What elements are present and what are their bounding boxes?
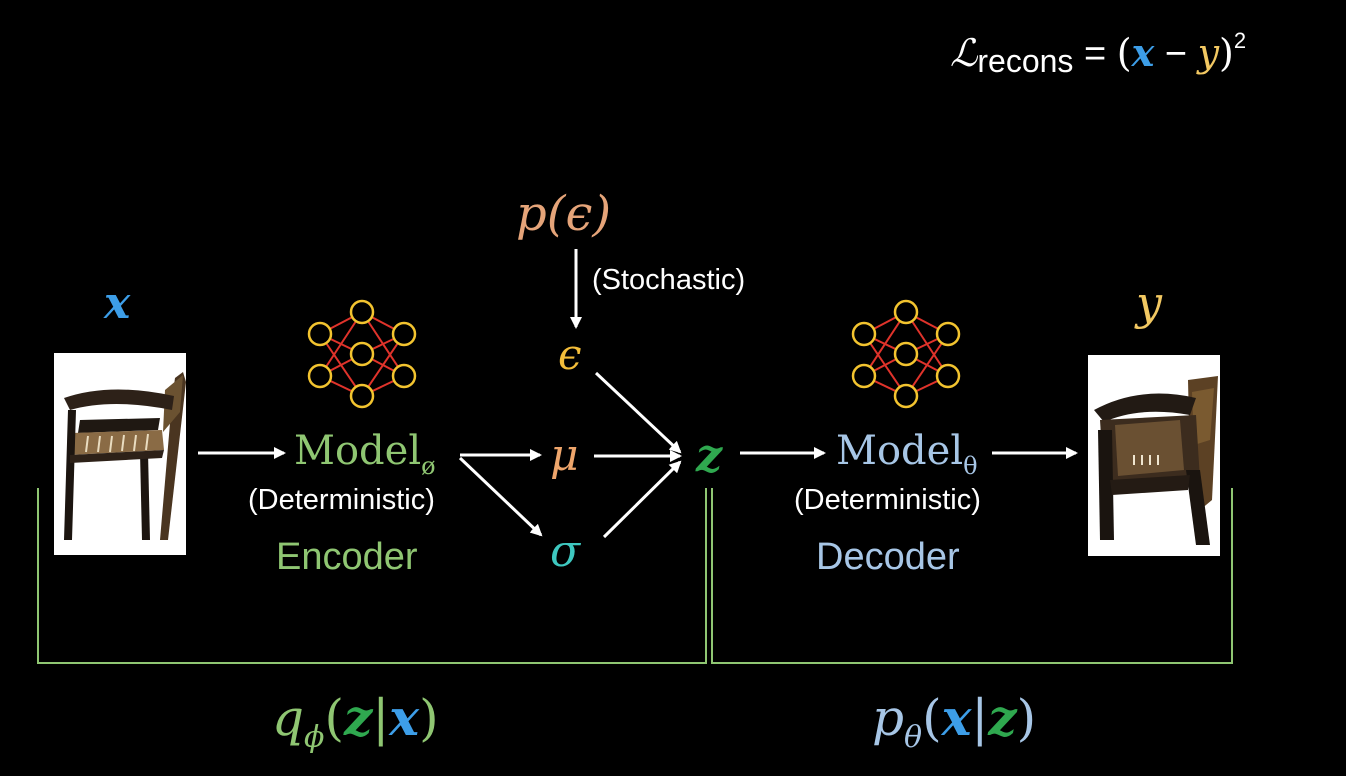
network-neuron xyxy=(851,363,877,389)
network-neuron xyxy=(391,321,417,347)
network-edge xyxy=(361,333,405,397)
q-phi-z: z xyxy=(343,688,373,747)
network-neuron xyxy=(851,321,877,347)
p-theta-open: ( xyxy=(922,689,942,747)
sigma-label: σ xyxy=(550,526,581,577)
network-edge xyxy=(905,333,949,397)
network-neuron xyxy=(307,321,333,347)
network-edge xyxy=(319,311,363,377)
reconstruction-loss: ℒrecons = (x − y)2 xyxy=(950,28,1247,79)
q-phi-close: ) xyxy=(419,689,439,747)
chair-photo-icon xyxy=(54,353,186,555)
decoder-model-label: Modelθ xyxy=(836,428,978,480)
network-neuron xyxy=(349,299,375,325)
q-phi-label: qϕ(z|x) xyxy=(272,688,439,755)
loss-power: 2 xyxy=(1233,28,1247,53)
p-theta-label: pθ(x|z) xyxy=(872,688,1037,755)
network-neuron xyxy=(349,383,375,409)
network-neuron xyxy=(935,321,961,347)
arrow-encoder-to-sigma xyxy=(458,456,543,537)
q-phi-subscript: ϕ xyxy=(304,720,325,755)
decoder-name-label: Decoder xyxy=(816,536,960,578)
decoder-model-subscript: θ xyxy=(963,452,978,480)
epsilon-label: ϵ xyxy=(558,330,582,379)
input-x-label: x xyxy=(104,278,131,329)
p-theta-close: ) xyxy=(1016,689,1037,747)
encoder-bracket xyxy=(37,488,707,664)
loss-equals: = xyxy=(1083,33,1107,75)
q-phi-open: ( xyxy=(324,689,344,747)
loss-symbol: ℒ xyxy=(950,31,978,75)
network-neuron xyxy=(391,363,417,389)
network-neuron xyxy=(349,341,375,367)
decoder-model-text: Model xyxy=(836,428,964,474)
loss-subscript: recons xyxy=(977,43,1074,79)
output-y-label: y xyxy=(1136,276,1162,330)
arrow-sigma-to-z xyxy=(602,460,682,539)
p-theta-subscript: θ xyxy=(904,720,923,755)
p-theta-z: z xyxy=(988,688,1017,747)
loss-minus: − xyxy=(1164,33,1187,75)
z-latent-label: z xyxy=(696,428,723,482)
decoder-bracket xyxy=(711,488,1233,664)
encoder-network-icon xyxy=(307,299,417,409)
loss-close-paren: ) xyxy=(1219,31,1234,75)
q-phi-x: x xyxy=(389,688,420,747)
network-neuron xyxy=(935,363,961,389)
stochastic-label: (Stochastic) xyxy=(592,264,746,296)
encoder-model-label: Modelø xyxy=(294,428,436,480)
network-neuron xyxy=(893,341,919,367)
arrow-epsilon-to-z xyxy=(594,371,682,454)
p-theta-x: x xyxy=(941,688,972,747)
encoder-model-subscript: ø xyxy=(421,452,436,480)
network-edge xyxy=(863,311,907,377)
mu-label: μ xyxy=(550,430,579,481)
reconstructed-chair-icon xyxy=(1088,355,1220,556)
network-neuron xyxy=(307,363,333,389)
network-neuron xyxy=(893,383,919,409)
q-phi-q: q xyxy=(272,689,305,747)
decoder-mode-label: (Deterministic) xyxy=(794,484,981,516)
p-epsilon-label: p(ϵ) xyxy=(516,186,612,242)
q-phi-bar: | xyxy=(372,689,390,747)
loss-open-paren: ( xyxy=(1116,31,1132,75)
encoder-mode-label: (Deterministic) xyxy=(248,484,435,516)
p-theta-bar: | xyxy=(971,689,989,747)
network-neuron xyxy=(893,299,919,325)
p-theta-p: p xyxy=(872,689,905,747)
loss-y: y xyxy=(1197,31,1220,75)
encoder-model-text: Model xyxy=(294,428,422,474)
loss-x: x xyxy=(1131,30,1155,75)
encoder-name-label: Encoder xyxy=(276,536,418,578)
decoder-network-icon xyxy=(851,299,961,409)
